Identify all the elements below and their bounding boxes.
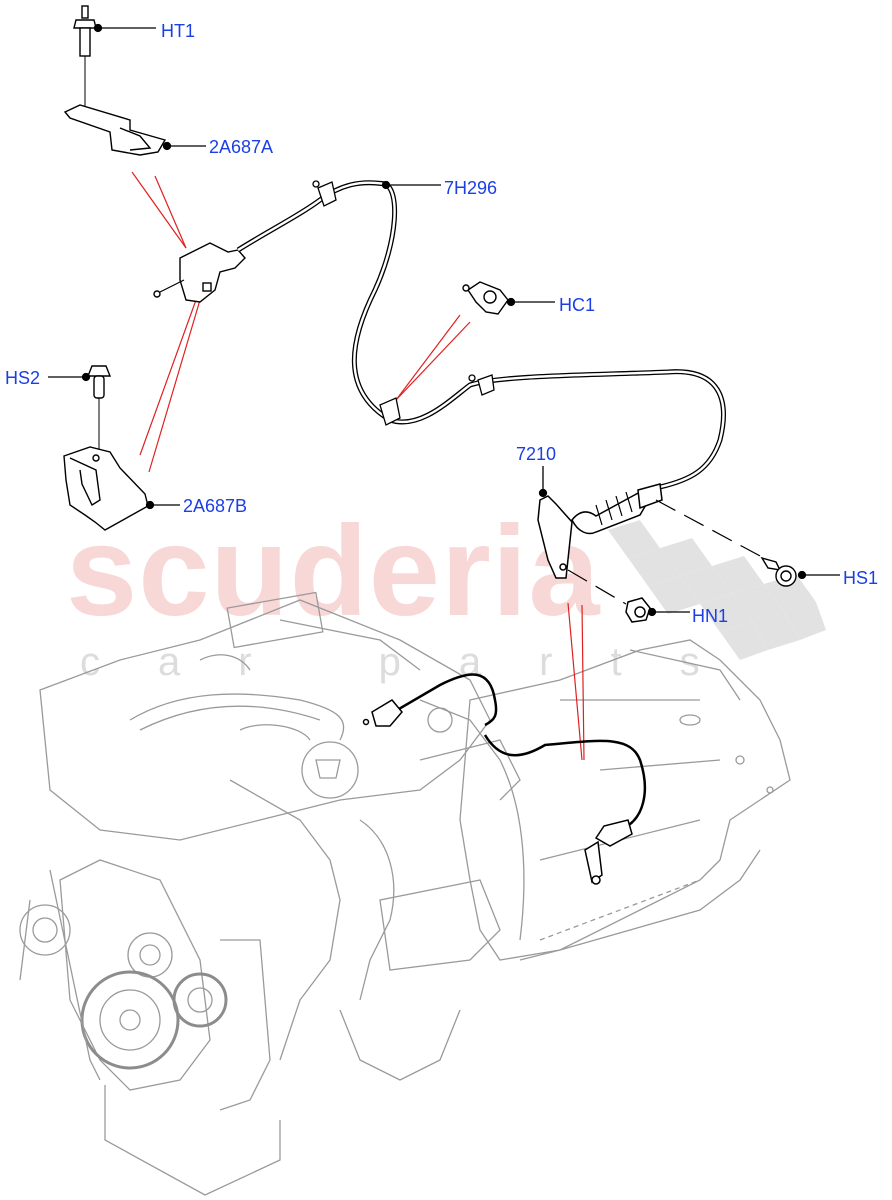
watermark-main: scuderia bbox=[66, 500, 601, 643]
assembly-dash-lines bbox=[567, 499, 763, 605]
callout-ht1[interactable]: HT1 bbox=[161, 21, 196, 41]
installed-cable-parts-drawing bbox=[362, 699, 633, 885]
bolt-hs2-drawing bbox=[86, 365, 112, 458]
callout-hn1[interactable]: HN1 bbox=[692, 606, 729, 626]
watermark-sub: car parts bbox=[80, 640, 758, 684]
checkered-flag-watermark bbox=[608, 510, 826, 660]
callout-hc1[interactable]: HC1 bbox=[559, 295, 596, 315]
callout-hs2[interactable]: HS2 bbox=[5, 368, 41, 388]
selector-lever-7210-drawing bbox=[537, 483, 663, 579]
bracket-2a687a-drawing bbox=[63, 104, 167, 156]
bolt-hs1-drawing bbox=[760, 556, 797, 587]
engine-block-illustration bbox=[19, 591, 791, 1196]
callout-2a687a[interactable]: 2A687A bbox=[209, 137, 274, 157]
cable-end-bracket-drawing bbox=[153, 242, 246, 303]
callout-7h296[interactable]: 7H296 bbox=[444, 178, 498, 198]
nut-hn1-drawing bbox=[625, 597, 651, 623]
selector-cable-7h296-drawing bbox=[236, 180, 726, 490]
cable-clips-drawing bbox=[312, 180, 495, 426]
clip-hc1-drawing bbox=[462, 281, 509, 315]
bracket-2a687b-drawing bbox=[63, 446, 149, 531]
callout-2a687b[interactable]: 2A687B bbox=[183, 496, 248, 516]
callout-leaders bbox=[48, 23, 840, 617]
stud-ht1-drawing bbox=[73, 5, 97, 108]
callout-7210[interactable]: 7210 bbox=[516, 444, 557, 464]
reference-lines bbox=[131, 171, 585, 761]
callout-hs1[interactable]: HS1 bbox=[843, 568, 879, 588]
installed-cable-drawing bbox=[379, 673, 647, 832]
